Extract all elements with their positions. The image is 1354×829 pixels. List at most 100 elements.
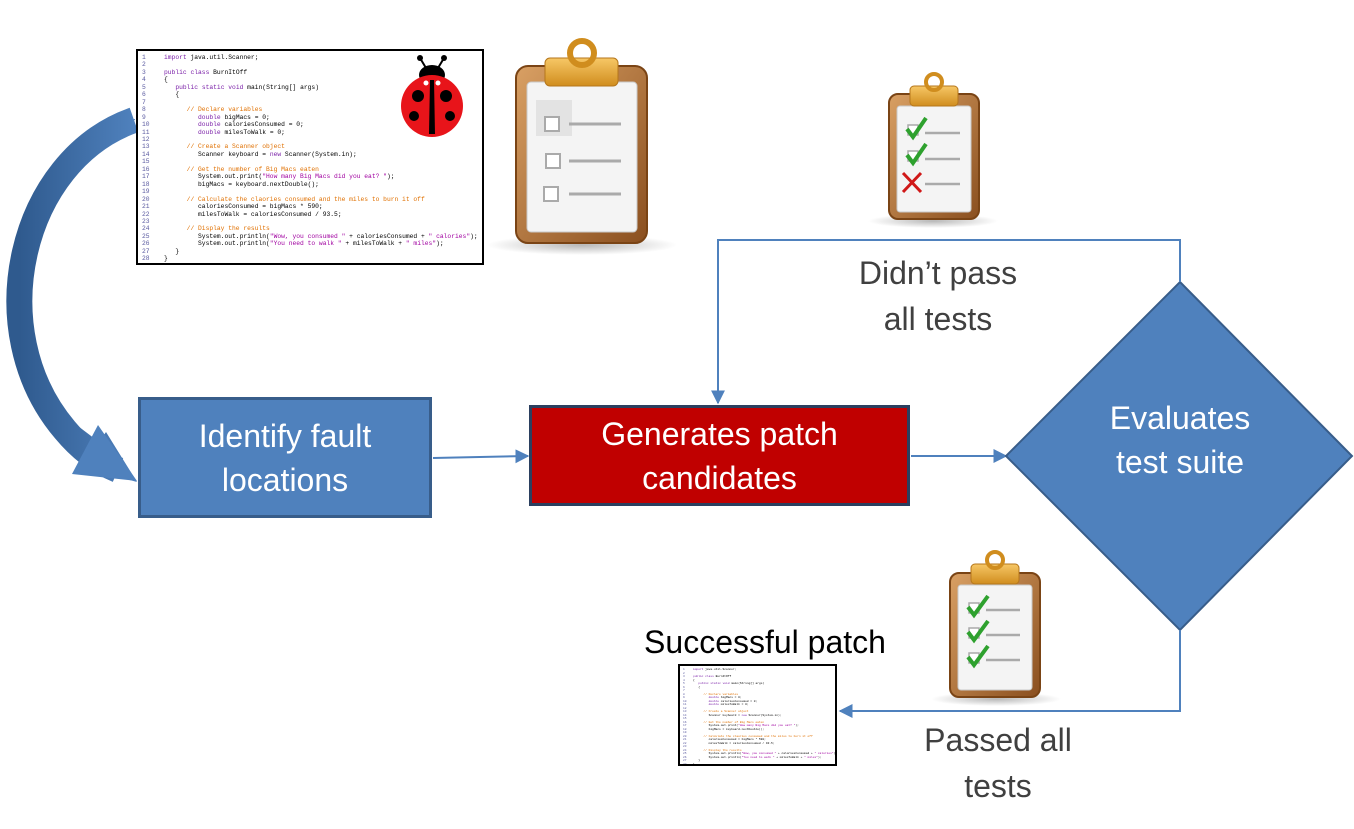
patch-code-line-number: 13 (683, 710, 687, 713)
patch-code-line: 26 System.out.println("You need to walk … (683, 756, 832, 760)
code-line-number: 18 (142, 180, 150, 188)
patch-code-line: 18 bigMacs = keyboard.nextDouble(); (683, 728, 832, 732)
code-line-number: 11 (142, 128, 150, 136)
code-line-text: { (164, 91, 180, 99)
code-line: 9 double bigMacs = 0; (142, 114, 478, 121)
patch-code-line: 8 // Declare variables (683, 693, 832, 697)
patch-code-line-text: Scanner keyboard = new Scanner(System.in… (693, 713, 782, 717)
patch-code-line-number: 3 (683, 675, 685, 678)
patch-code-line-number: 27 (683, 759, 687, 762)
code-line: 19 (142, 188, 478, 195)
patch-code-line: 5 public static void main(String[] args) (683, 682, 832, 686)
code-line-text: } (164, 255, 168, 263)
patch-code-line-number: 15 (683, 717, 687, 720)
code-line-text: milesToWalk = caloriesConsumed / 93.5; (164, 210, 342, 218)
patch-code-line-text: caloriesConsumed = bigMacs * 590; (693, 738, 766, 741)
patch-code-line-number: 10 (683, 699, 687, 703)
code-line-number: 21 (142, 203, 150, 211)
code-line: 17 System.out.print("How many Big Macs d… (142, 173, 478, 180)
patch-code-line: 17 System.out.print("How many Big Macs d… (683, 724, 832, 728)
code-line-number: 15 (142, 158, 150, 166)
code-line: 8 // Declare variables (142, 106, 478, 113)
patch-code-line-text: // Calculate the claories consumed and t… (693, 734, 813, 738)
code-line-number: 28 (142, 255, 150, 263)
code-line: 27 } (142, 248, 478, 255)
patch-code-line: 3 public class BurnItOff (683, 675, 832, 679)
patch-code-line-number: 20 (683, 734, 687, 738)
code-line-number: 10 (142, 121, 150, 129)
patch-code-line-text: { (693, 685, 700, 689)
didnt-pass-label: Didn’t pass all tests (858, 255, 1018, 337)
code-line-text: Scanner keyboard = new Scanner(System.in… (164, 150, 357, 158)
patch-code-line: 4{ (683, 679, 832, 683)
patch-code-line-text: double milesToWalk = 0; (708, 703, 749, 706)
code-line-text: public static void main(String[] args) (175, 83, 319, 91)
curved-arrow-body (6, 107, 139, 482)
patch-code-line-number: 24 (683, 748, 687, 752)
patch-code-line: 7 (683, 689, 832, 693)
code-line: 25 System.out.println("Wow, you consumed… (142, 233, 478, 240)
code-line-text: System.out.println("Wow, you consumed " … (164, 232, 478, 240)
code-line-text: // Get the number of Big Macs eaten (164, 165, 319, 173)
code-line-number: 1 (142, 54, 146, 61)
code-line-text: System.out.print("How many Big Macs did … (164, 173, 395, 181)
patch-code-line-text: public class BurnItOff (693, 675, 732, 678)
patch-code-line-number: 1 (683, 668, 685, 671)
code-line-number: 24 (142, 225, 150, 233)
code-line-number: 9 (142, 113, 146, 121)
code-line-number: 26 (142, 240, 150, 248)
arrow-identify-to-generate (432, 449, 530, 464)
code-line-number: 12 (142, 135, 150, 143)
code-line-text: import java.util.Scanner; (164, 54, 259, 61)
patch-code-line-number: 12 (683, 706, 687, 710)
patch-code-line-number: 26 (683, 755, 687, 759)
patch-code-line-text: bigMacs = keyboard.nextDouble(); (693, 727, 765, 731)
code-line-number: 6 (142, 91, 146, 99)
code-line-text: // Display the results (164, 225, 270, 233)
patch-code-line-number: 14 (683, 713, 687, 717)
patch-code-line-text: import java.util.Scanner; (693, 668, 737, 671)
code-line: 28} (142, 255, 478, 262)
code-line: 12 (142, 136, 478, 143)
code-line: 23 (142, 218, 478, 225)
code-line: 14 Scanner keyboard = new Scanner(System… (142, 151, 478, 158)
arrow-pass (838, 630, 1181, 718)
patch-code-line-text: System.out.println("Wow, you consumed " … (693, 752, 837, 755)
code-line: 18 bigMacs = keyboard.nextDouble(); (142, 181, 478, 188)
patch-code-line-number: 11 (683, 703, 687, 706)
code-line: 16 // Get the number of Big Macs eaten (142, 166, 478, 173)
patch-code-line-number: 22 (683, 741, 687, 745)
patch-code-line-number: 8 (683, 692, 685, 696)
patch-code-line-number: 9 (683, 696, 685, 699)
code-line: 10 double caloriesConsumed = 0; (142, 121, 478, 128)
passed-all-label: Passed all tests (924, 722, 1072, 804)
patch-code-line: 13 // Create a Scanner object (683, 710, 832, 714)
code-line-number: 7 (142, 98, 146, 106)
patch-code-line-text: // Display the results (693, 748, 742, 752)
code-line-number: 27 (142, 247, 150, 255)
code-line-text: double milesToWalk = 0; (198, 128, 285, 136)
identify-fault-locations-box: Identify fault locations (138, 397, 432, 518)
code-line-text: public class BurnItOff (164, 68, 248, 76)
code-line: 21 caloriesConsumed = bigMacs * 590; (142, 203, 478, 210)
patch-code-line: 22 milesToWalk = caloriesConsumed / 93.5… (683, 742, 832, 746)
code-line-text: // Declare variables (164, 106, 263, 114)
code-line: 5 public static void main(String[] args) (142, 84, 478, 91)
patch-code-line: 28} (683, 763, 832, 765)
code-line-number: 23 (142, 217, 150, 225)
patch-code-line-text: milesToWalk = caloriesConsumed / 93.5; (693, 741, 775, 745)
code-line-number: 5 (142, 83, 146, 91)
patch-code-line: 27 } (683, 759, 832, 763)
patch-code-line-text: double bigMacs = 0; (708, 696, 742, 699)
code-line-text: // Create a Scanner object (164, 143, 285, 151)
patch-code-line: 11 double milesToWalk = 0; (683, 703, 832, 707)
patch-code-line-number: 16 (683, 720, 687, 724)
patch-code-line-text: public static void main(String[] args) (698, 682, 765, 685)
failed-checklist-clipboard-icon (868, 72, 998, 228)
code-line: 15 (142, 158, 478, 165)
patch-code-line: 14 Scanner keyboard = new Scanner(System… (683, 714, 832, 718)
patch-code-line: 16 // Get the number of Big Macs eaten (683, 721, 832, 725)
patch-code-line: 2 (683, 672, 832, 676)
